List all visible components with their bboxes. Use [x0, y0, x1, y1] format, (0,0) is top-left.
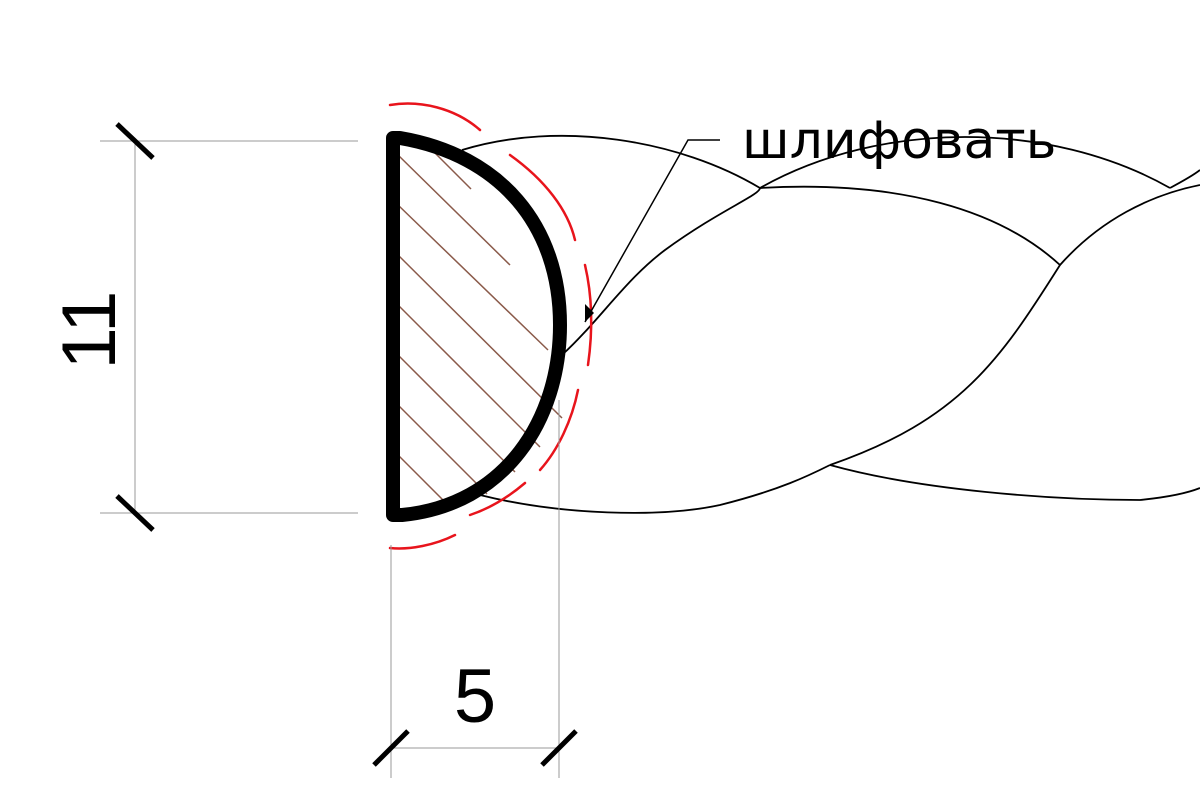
braid-strand-5	[759, 185, 1062, 466]
dimension-width-label: 5	[454, 654, 496, 739]
dimension-ticks	[115, 122, 578, 767]
grinding-annotation-text: шлифовать	[742, 111, 1056, 171]
braid-strand-8	[829, 464, 1200, 501]
dimension-height-label: 11	[47, 291, 132, 370]
braid-strand-1	[461, 134, 761, 189]
braid-strand-6	[1059, 184, 1200, 266]
annotation-leader	[584, 139, 720, 323]
extension-lines	[100, 140, 560, 778]
section-hatching	[397, 147, 563, 510]
leader-arrow	[585, 304, 594, 322]
grinding-marking	[388, 102, 593, 550]
half-round-profile	[386, 131, 567, 522]
twisted-braid	[461, 134, 1200, 514]
tick-top	[115, 122, 155, 160]
tick-bottom	[115, 494, 155, 532]
tick-left	[372, 729, 410, 767]
braid-strand-2	[759, 136, 1171, 189]
tick-right	[540, 729, 578, 767]
braid-strand-7	[479, 464, 831, 514]
braid-strand-3	[1169, 169, 1200, 189]
